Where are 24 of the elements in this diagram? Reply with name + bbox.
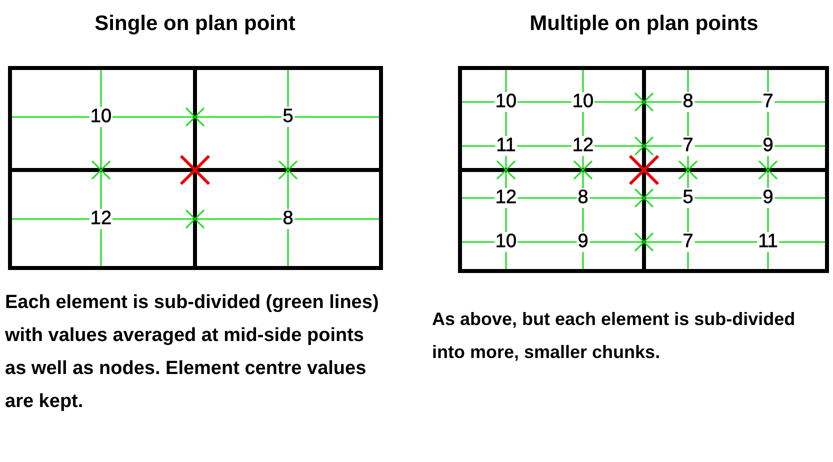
value-label: 7	[762, 92, 774, 112]
description-text: As above, but each element is sub-divided into more, smaller chunks.	[432, 308, 796, 364]
value-label: 9	[762, 136, 774, 156]
value-label: 12	[494, 188, 518, 208]
value-label: 8	[576, 188, 590, 208]
value-label: 10	[494, 92, 518, 112]
value-label: 8	[282, 209, 294, 229]
value-label: 10	[89, 107, 113, 127]
value-label: 5	[282, 107, 294, 127]
description-text: Each element is sub-divided (green lines) with values averaged at mid-side points as well as nodes. Element centre values are kept.	[5, 291, 380, 414]
value-label: 11	[495, 136, 517, 156]
value-label: 5	[682, 188, 694, 208]
value-label: 7	[682, 136, 694, 156]
value-label: 10	[571, 92, 595, 112]
value-label: 9	[762, 188, 774, 208]
panel-heading: Single on plan point	[94, 12, 296, 36]
value-label: 8	[682, 92, 694, 112]
panel-heading: Multiple on plan points	[530, 12, 758, 36]
value-label: 11	[757, 232, 779, 252]
value-label: 12	[89, 209, 113, 229]
value-label: 12	[571, 136, 595, 156]
value-label: 9	[576, 232, 590, 252]
value-label: 10	[494, 232, 518, 252]
value-label: 7	[682, 232, 694, 252]
